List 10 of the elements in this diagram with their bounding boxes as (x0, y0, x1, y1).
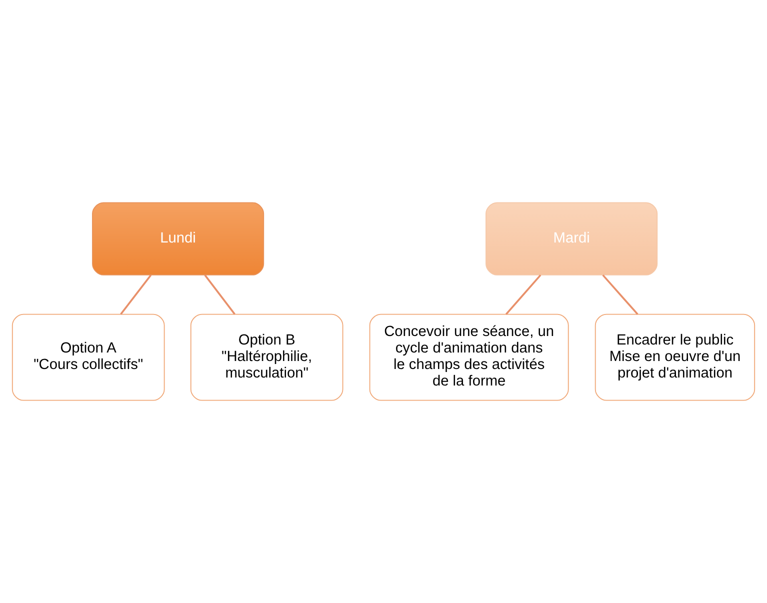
connector (602, 274, 638, 315)
connector (204, 274, 236, 315)
node-box: Encadrer le public Mise en oeuvre d'un projet d'animation (594, 314, 756, 401)
node-box: Lundi (92, 202, 264, 276)
connector (505, 274, 542, 315)
node-box: Option B "Haltérophilie, musculation" (190, 314, 344, 401)
node-box: Option A "Cours collectifs" (12, 314, 165, 401)
node-box: Mardi (486, 202, 658, 276)
node-box: Concevoir une séance, un cycle d'animation dans le champs des activités de la forme (369, 314, 569, 401)
connector (120, 274, 152, 315)
